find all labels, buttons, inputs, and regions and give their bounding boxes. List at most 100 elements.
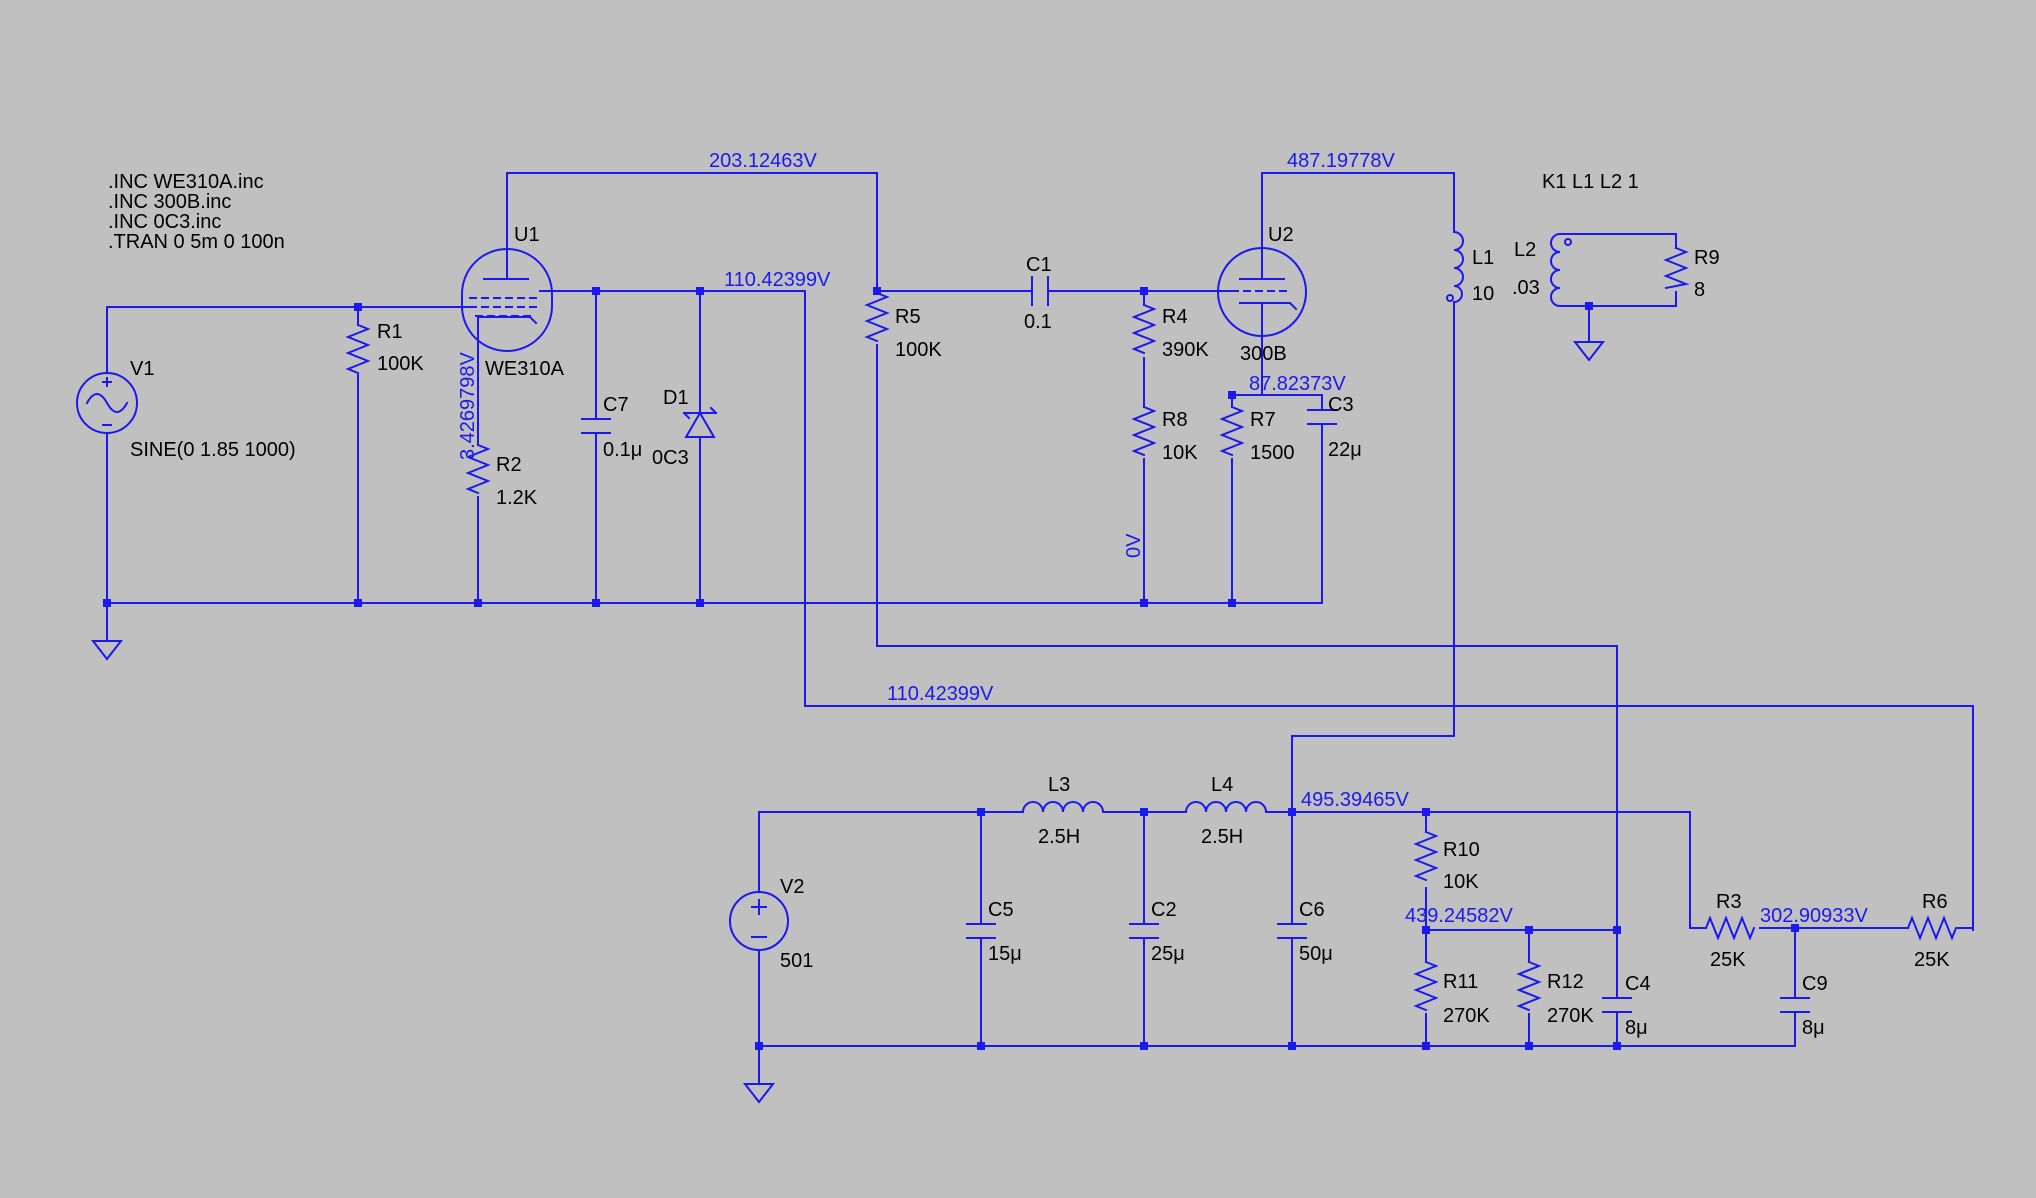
component-name: R12 xyxy=(1547,971,1584,993)
voltage-label: 110.42399V xyxy=(887,683,994,705)
component-value: 501 xyxy=(780,950,813,972)
component-value: 22μ xyxy=(1328,439,1362,461)
resistor-icon xyxy=(1131,405,1157,457)
resistor-icon xyxy=(345,323,371,375)
voltage-label: 487.19778V xyxy=(1287,150,1396,172)
component-value: 10K xyxy=(1443,871,1479,893)
component-name: D1 xyxy=(663,387,689,409)
component-name: C5 xyxy=(988,899,1014,921)
component-name: L2 xyxy=(1514,239,1536,261)
node-voltages: 203.12463V 487.19778V 110.42399V 110.423… xyxy=(457,150,1869,927)
component-name: V1 xyxy=(130,358,154,380)
capacitor-icon xyxy=(1277,923,1307,939)
component-value: 50μ xyxy=(1299,943,1333,965)
component-name: R4 xyxy=(1162,306,1188,328)
resistor-icon xyxy=(1906,915,1958,941)
component-name: L4 xyxy=(1211,774,1233,796)
component-value: 2.5H xyxy=(1201,826,1243,848)
capacitor-icon xyxy=(581,418,611,434)
component-name: C3 xyxy=(1328,394,1354,416)
resistor-icon xyxy=(1704,915,1756,941)
voltage-label: 439.24582V xyxy=(1405,905,1514,927)
voltage-label: 203.12463V xyxy=(709,150,818,172)
component-name: R6 xyxy=(1922,891,1948,913)
coupling-directive: K1 L1 L2 1 xyxy=(1542,171,1639,193)
voltage-label: 495.39465V xyxy=(1301,789,1410,811)
component-value: 25K xyxy=(1710,949,1746,971)
component-name: C9 xyxy=(1802,973,1828,995)
spice-directives: .INC WE310A.inc .INC 300B.inc .INC 0C3.i… xyxy=(108,171,1639,253)
component-name: C7 xyxy=(603,394,629,416)
capacitor-icon xyxy=(1307,409,1337,425)
pentode-tube-icon xyxy=(461,248,553,352)
ac-source-icon xyxy=(76,372,138,434)
component-value: 390K xyxy=(1162,339,1209,361)
component-value: 15μ xyxy=(988,943,1022,965)
resistor-icon xyxy=(1131,303,1157,355)
component-name: R8 xyxy=(1162,409,1188,431)
directive-line: .TRAN 0 5m 0 100n xyxy=(108,231,285,253)
component-name: U1 xyxy=(514,224,540,246)
component-value: 300B xyxy=(1240,343,1287,365)
component-name: V2 xyxy=(780,876,804,898)
inductor-icon xyxy=(1452,230,1464,304)
component-name: R9 xyxy=(1694,247,1720,269)
component-value: 0C3 xyxy=(652,447,689,469)
voltage-label: 3.4269798V xyxy=(457,351,479,460)
capacitor-icon xyxy=(1602,997,1632,1013)
capacitor-icon xyxy=(1129,923,1159,939)
ground-icon xyxy=(1572,341,1606,362)
resistor-icon xyxy=(864,291,890,343)
voltage-label: 87.82373V xyxy=(1249,373,1346,395)
directive-line: .INC 0C3.inc xyxy=(108,211,221,233)
ground-icon xyxy=(742,1083,776,1104)
component-labels: V1 SINE(0 1.85 1000) R1 100K U1 WE310A R… xyxy=(130,224,1950,1039)
component-name: C4 xyxy=(1625,973,1651,995)
inductor-icon xyxy=(1184,801,1268,814)
component-value: 1.2K xyxy=(496,487,538,509)
component-name: C6 xyxy=(1299,899,1325,921)
resistor-icon xyxy=(1413,830,1439,882)
resistors xyxy=(345,246,1958,1012)
capacitor-icon xyxy=(1780,997,1810,1013)
directive-line: .INC WE310A.inc xyxy=(108,171,264,193)
component-value: 25K xyxy=(1914,949,1950,971)
component-value: WE310A xyxy=(485,358,565,380)
component-value: 8μ xyxy=(1625,1017,1648,1039)
directive-line: .INC 300B.inc xyxy=(108,191,231,213)
component-value: 1500 xyxy=(1250,442,1295,464)
vacuum-tubes xyxy=(461,247,1307,352)
resistor-icon xyxy=(465,443,491,495)
component-value: 8μ xyxy=(1802,1017,1825,1039)
voltage-label: 0V xyxy=(1123,533,1145,558)
component-value: 25μ xyxy=(1151,943,1185,965)
dc-source-icon xyxy=(729,891,789,951)
component-value: 8 xyxy=(1694,279,1705,301)
capacitor-icon xyxy=(966,923,996,939)
resistor-icon xyxy=(1516,960,1542,1012)
inductor-icon xyxy=(1021,801,1105,814)
dot-icon xyxy=(1446,294,1454,302)
component-name: R1 xyxy=(377,321,403,343)
wires xyxy=(106,172,1974,1085)
component-value: 10K xyxy=(1162,442,1198,464)
capacitor-icon xyxy=(1031,276,1049,306)
component-name: R2 xyxy=(496,454,522,476)
component-value: 270K xyxy=(1443,1005,1490,1027)
component-value: 0.1μ xyxy=(603,439,642,461)
component-name: L1 xyxy=(1472,247,1494,269)
component-name: C1 xyxy=(1026,254,1052,276)
component-value: SINE(0 1.85 1000) xyxy=(130,439,296,461)
component-value: 10 xyxy=(1472,283,1494,305)
component-value: 0.1 xyxy=(1024,311,1052,333)
ground-icon xyxy=(90,640,124,661)
component-name: U2 xyxy=(1268,224,1294,246)
component-name: R3 xyxy=(1716,891,1742,913)
component-name: R7 xyxy=(1250,409,1276,431)
capacitors xyxy=(581,276,1810,1013)
component-name: R10 xyxy=(1443,839,1480,861)
voltage-label: 302.90933V xyxy=(1760,905,1869,927)
component-value: 100K xyxy=(377,353,424,375)
resistor-icon xyxy=(1219,405,1245,457)
